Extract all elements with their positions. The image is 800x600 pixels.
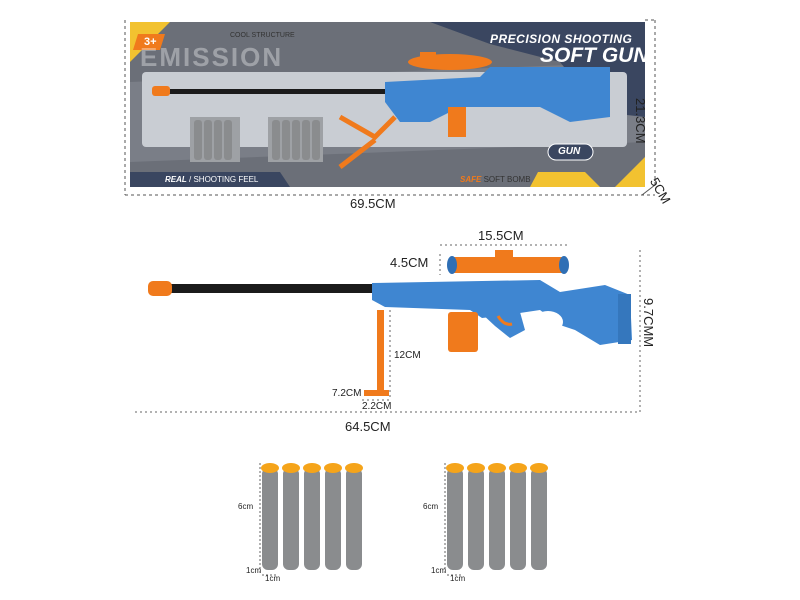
- dart: [345, 463, 363, 570]
- dart: [509, 463, 527, 570]
- bipod-foot-width-label: 7.2CM: [332, 388, 362, 399]
- dart: [446, 463, 464, 570]
- package-bg-word: EMISSION: [140, 42, 284, 72]
- safe-soft-bomb: SAFE SOFT BOMB: [460, 175, 531, 184]
- dart: [530, 463, 548, 570]
- dart: [488, 463, 506, 570]
- dart: [282, 463, 300, 570]
- scope-height-label: 4.5CM: [390, 255, 429, 270]
- dart: [261, 463, 279, 570]
- gun-badge: GUN: [558, 146, 581, 157]
- bipod-height-label: 12CM: [394, 350, 421, 361]
- real-shooting-feel: REAL / SHOOTING FEEL: [165, 175, 258, 184]
- package-box: EMISSION 3+ COOL STRUCTURE PRECISION SHO…: [130, 22, 649, 187]
- total-length-label: 64.5CM: [345, 419, 391, 434]
- body-height-label: 9.7CMM: [641, 298, 656, 348]
- assembled-gun: [135, 244, 641, 413]
- safe-label: SAFE: [460, 175, 482, 184]
- dart: [303, 463, 321, 570]
- dart: [467, 463, 485, 570]
- dart-group-left: [259, 463, 363, 576]
- dart-left-depth-label: 1cm: [265, 574, 281, 583]
- real-label: REAL: [165, 175, 187, 184]
- dart-right-length-label: 6cm: [423, 502, 439, 511]
- scope-length-label: 15.5CM: [478, 228, 524, 243]
- package-title-line2: SOFT GUN: [540, 44, 649, 67]
- dart: [324, 463, 342, 570]
- box-dimension-guides: [124, 19, 656, 196]
- box-width-label: 69.5CM: [350, 196, 396, 211]
- dart-group-right: [444, 463, 548, 576]
- dart-left-length-label: 6cm: [238, 502, 254, 511]
- soft-bomb-label: SOFT BOMB: [483, 175, 531, 184]
- package-box-art: [130, 22, 645, 187]
- dart-right-width-label: 1cm: [431, 566, 447, 575]
- package-title-line1: PRECISION SHOOTING: [490, 32, 633, 46]
- age-badge: 3+: [144, 36, 157, 48]
- shooting-feel-label: / SHOOTING FEEL: [189, 175, 259, 184]
- dart-right-depth-label: 1cm: [450, 574, 466, 583]
- bipod-foot-depth-label: 2.2CM: [362, 401, 392, 412]
- dart-left-width-label: 1cm: [246, 566, 262, 575]
- cool-structure-label: COOL STRUCTURE: [230, 32, 295, 39]
